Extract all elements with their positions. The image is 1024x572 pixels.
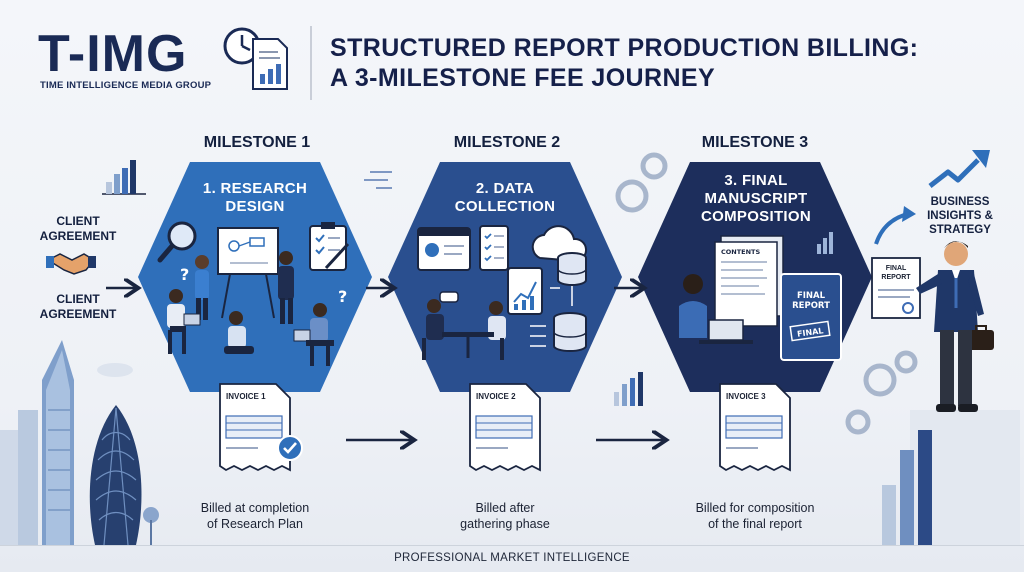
invoice-1-document: INVOICE 1 (218, 382, 292, 474)
checkmark-icon (277, 435, 303, 461)
contents-heading: CONTENTS (721, 248, 760, 256)
invoice-1-title: INVOICE 1 (226, 392, 266, 401)
brand-logo: T-IMG (38, 25, 188, 83)
final-report-sheet: FINAL REPORT (870, 256, 922, 320)
city-skyline-illustration (0, 340, 159, 545)
page-title-line-1: STRUCTURED REPORT PRODUCTION BILLING: (330, 34, 919, 62)
milestone-1-caption: Billed at completion of Research Plan (200, 501, 310, 531)
client-agreement-label-top: CLIENT AGREEMENT (39, 214, 117, 243)
page-title-line-2: A 3-MILESTONE FEE JOURNEY (330, 64, 716, 92)
invoice-2-title: INVOICE 2 (476, 392, 516, 401)
research-team-illustration: ? ? (157, 221, 350, 366)
milestone-1-label: MILESTONE 1 (203, 134, 311, 151)
trend-arrow-icon (874, 150, 990, 245)
bar-chart-illustration (882, 410, 1020, 545)
svg-text:?: ? (180, 265, 189, 284)
invoice-3-document: INVOICE 3 (718, 382, 792, 474)
milestone-1-title: 1. RESEARCH DESIGN (202, 180, 308, 215)
milestone-2-label: MILESTONE 2 (453, 134, 561, 151)
business-insights-label: BUSINESS INSIGHTS & STRATEGY (927, 196, 993, 236)
final-stamp: FINAL (796, 326, 823, 339)
data-collection-illustration (417, 225, 588, 360)
database-icon (557, 252, 587, 286)
milestone-3-caption: Billed for composition of the final repo… (695, 501, 815, 531)
milestone-2-title: 2. DATA COLLECTION (454, 180, 556, 215)
decor-bar-chart-middle (614, 372, 643, 406)
decor-bar-chart-left (102, 160, 146, 195)
svg-text:?: ? (338, 287, 347, 306)
businessman-illustration (916, 241, 994, 412)
footer-tagline: PROFESSIONAL MARKET INTELLIGENCE (394, 552, 630, 564)
milestone-2-caption: Billed after gathering phase (460, 501, 550, 531)
footer-divider (0, 545, 1024, 546)
milestone-3-title: 3. FINAL MANUSCRIPT COMPOSITION (701, 172, 811, 225)
handshake-icon (46, 253, 96, 275)
header-divider (310, 26, 312, 100)
gear-icon (615, 152, 918, 435)
invoice-3-title: INVOICE 3 (726, 392, 766, 401)
milestone-3-label: MILESTONE 3 (701, 134, 809, 151)
document-chart-icon (252, 38, 288, 90)
brand-subtitle: TIME INTELLIGENCE MEDIA GROUP (40, 80, 212, 91)
client-agreement-label-bottom: CLIENT AGREEMENT (39, 292, 117, 321)
clock-icon (223, 27, 261, 65)
final-report-sheet-title: FINAL REPORT (881, 265, 911, 281)
invoice-2-document: INVOICE 2 (468, 382, 542, 474)
